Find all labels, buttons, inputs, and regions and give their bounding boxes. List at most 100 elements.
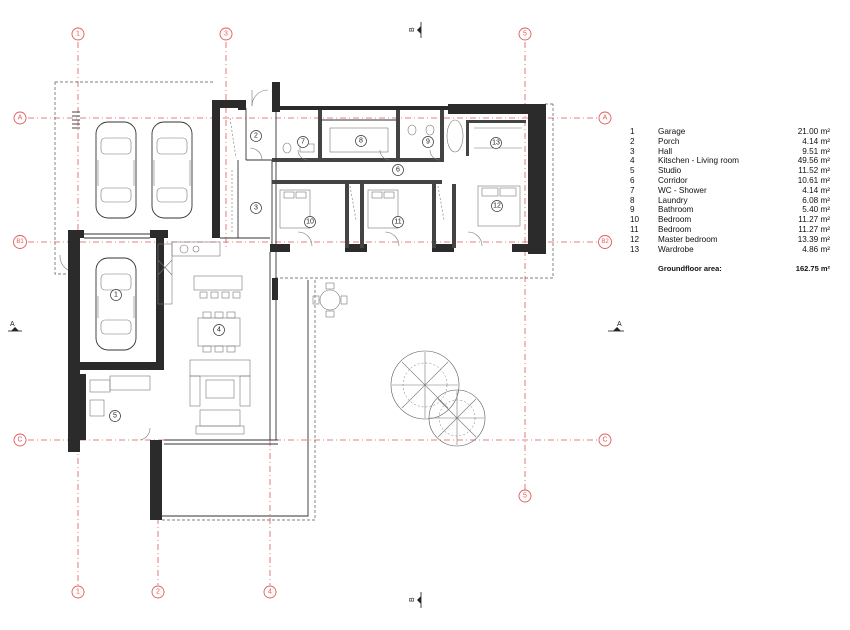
roof-outline	[54, 81, 554, 521]
room-name: Wardrobe	[658, 244, 694, 254]
room-area: 13.39 m²	[797, 234, 830, 244]
svg-text:6: 6	[396, 167, 400, 174]
legend-row: 12 Master bedroom 13.39 m²	[630, 235, 830, 245]
room-number: 13	[630, 244, 640, 254]
svg-text:5: 5	[113, 413, 117, 420]
grid-bubble-C-left: C	[13, 433, 27, 447]
grid-label: C	[602, 437, 607, 444]
legend-row: 6 Corridor 10.61 m²	[630, 176, 830, 186]
grid-label: A	[18, 115, 23, 122]
room-number: 7	[630, 185, 635, 195]
room-name: Corridor	[658, 175, 688, 185]
legend-row: 7 WC - Shower 4.14 m²	[630, 186, 830, 196]
room-label-3: 3	[250, 202, 262, 214]
room-name: Hall	[658, 146, 673, 156]
car-garage	[95, 257, 137, 351]
room-area: 6.08 m²	[802, 195, 830, 205]
room-number: 12	[630, 234, 640, 244]
grid-bubble-1-bottom: 1	[71, 585, 85, 599]
total-area-value: 162.75 m²	[795, 264, 830, 274]
room-area: 5.40 m²	[802, 205, 830, 215]
room-name: Master bedroom	[658, 234, 718, 244]
grid-label: B1	[16, 239, 24, 245]
room-name: Studio	[658, 166, 682, 176]
tree-small	[428, 389, 486, 447]
grid-label: 1	[76, 31, 80, 38]
svg-text:8: 8	[359, 138, 363, 145]
svg-text:B: B	[409, 597, 416, 602]
grid-bubble-5-top: 5	[518, 27, 532, 41]
svg-text:3: 3	[254, 205, 258, 212]
room-label-5: 5	[109, 410, 121, 422]
room-number: 3	[630, 146, 635, 156]
grid-bubble-3-top: 3	[219, 27, 233, 41]
kitchen-furniture	[157, 241, 243, 305]
grid-label: A	[603, 115, 608, 122]
tree-large	[390, 350, 460, 420]
room-number: 8	[630, 195, 635, 205]
room-label-10: 10	[304, 216, 316, 228]
grid-label: 5	[523, 31, 527, 38]
section-marker-b-top: B	[409, 22, 422, 38]
dining-table	[197, 311, 241, 353]
room-number: 4	[630, 156, 635, 166]
room-area: 21.00 m²	[797, 127, 830, 136]
structural-grid	[28, 42, 598, 585]
interior-partitions	[84, 108, 526, 445]
room-label-8: 8	[355, 135, 367, 147]
room-name: Kitschen - Living room	[658, 156, 739, 166]
svg-text:13: 13	[492, 140, 500, 147]
room-number: 6	[630, 175, 635, 185]
room-area: 4.14 m²	[802, 136, 830, 146]
exterior-walls	[68, 82, 546, 520]
room-area: 11.27 m²	[798, 224, 830, 234]
room-name: WC - Shower	[658, 185, 707, 195]
room-name: Bathroom	[658, 205, 694, 215]
room-name: Laundry	[658, 195, 688, 205]
room-label-13: 13	[490, 137, 502, 149]
terrace-table	[312, 282, 348, 318]
room-label-2: 2	[250, 130, 262, 142]
grid-label: 4	[268, 589, 272, 596]
section-marker-a-right: A	[608, 321, 624, 332]
studio-furniture	[89, 375, 151, 417]
grid-bubble-5-mid: 5	[518, 489, 532, 503]
room-number: 2	[630, 136, 635, 146]
grid-bubble-2-bottom: 2	[151, 585, 165, 599]
grid-bubble-B2-right: B2	[598, 235, 612, 249]
svg-text:A: A	[617, 321, 622, 328]
grid-label: 5	[523, 493, 527, 500]
room-label-7: 7	[297, 136, 309, 148]
room-label-9: 9	[422, 136, 434, 148]
room-area: 11.27 m²	[798, 215, 830, 225]
room-label-4: 4	[213, 324, 225, 336]
room-number: 10	[630, 215, 640, 225]
svg-text:10: 10	[306, 219, 314, 226]
car-carport-right	[151, 121, 193, 219]
grid-label: 3	[224, 31, 228, 38]
room-label-11: 11	[392, 216, 404, 228]
room-label-1: 1	[110, 289, 122, 301]
grid-label: B2	[601, 239, 609, 245]
legend-row: 10 Bedroom 11.27 m²	[630, 215, 830, 225]
grid-bubble-A-left: A	[13, 111, 27, 125]
room-area: 4.14 m²	[802, 185, 830, 195]
total-area-label: Groundfloor area:	[658, 264, 722, 274]
room-name: Porch	[658, 136, 680, 146]
car-carport-left	[95, 121, 137, 219]
room-area: 10.61 m²	[797, 175, 830, 185]
room-number: 9	[630, 205, 635, 215]
room-label-12: 12	[491, 200, 503, 212]
room-name: Bedroom	[658, 215, 692, 225]
grid-label: C	[17, 437, 22, 444]
legend-row: 2 Porch 4.14 m²	[630, 137, 830, 147]
room-number: 11	[630, 224, 639, 234]
bathroom-fixtures	[282, 119, 464, 154]
room-name: Garage	[658, 127, 686, 136]
